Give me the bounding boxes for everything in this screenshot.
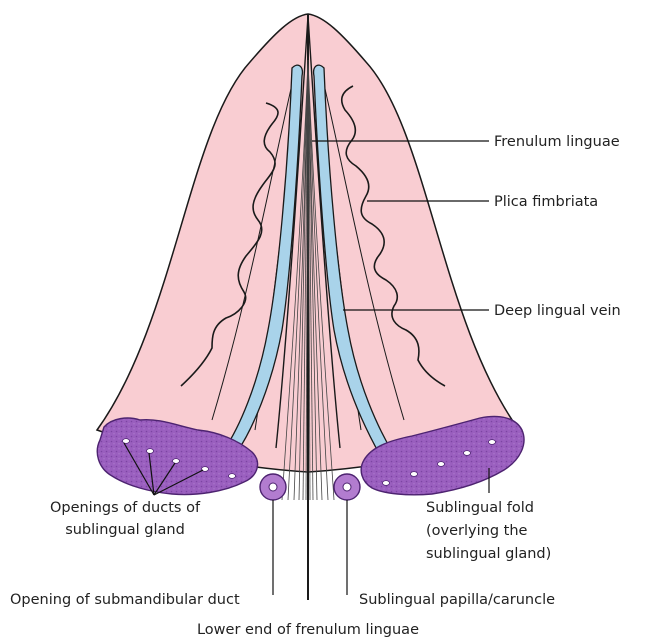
- submandibular-duct-opening-left: [269, 483, 277, 491]
- duct-opening: [383, 481, 390, 486]
- duct-opening: [147, 449, 154, 454]
- label-opening-submandibular-duct: Opening of submandibular duct: [10, 592, 240, 608]
- duct-opening: [489, 440, 496, 445]
- label-plica-fimbriata: Plica fimbriata: [494, 194, 598, 210]
- label-sublingual-fold-1: Sublingual fold: [426, 500, 534, 516]
- duct-opening: [464, 451, 471, 456]
- label-deep-lingual-vein: Deep lingual vein: [494, 303, 621, 319]
- label-sublingual-fold-3: sublingual gland): [426, 546, 551, 562]
- label-openings-ducts-2: sublingual gland: [65, 522, 185, 538]
- label-sublingual-papilla: Sublingual papilla/caruncle: [359, 592, 555, 608]
- duct-opening: [411, 472, 418, 477]
- submandibular-duct-opening-right: [343, 483, 351, 491]
- duct-opening: [123, 439, 130, 444]
- duct-opening: [229, 474, 236, 479]
- label-frenulum-linguae: Frenulum linguae: [494, 134, 620, 150]
- label-openings-ducts-1: Openings of ducts of: [50, 500, 201, 516]
- label-lower-end-frenulum: Lower end of frenulum linguae: [197, 622, 419, 638]
- duct-opening: [438, 462, 445, 467]
- duct-opening: [173, 459, 180, 464]
- label-sublingual-fold-2: (overlying the: [426, 523, 528, 539]
